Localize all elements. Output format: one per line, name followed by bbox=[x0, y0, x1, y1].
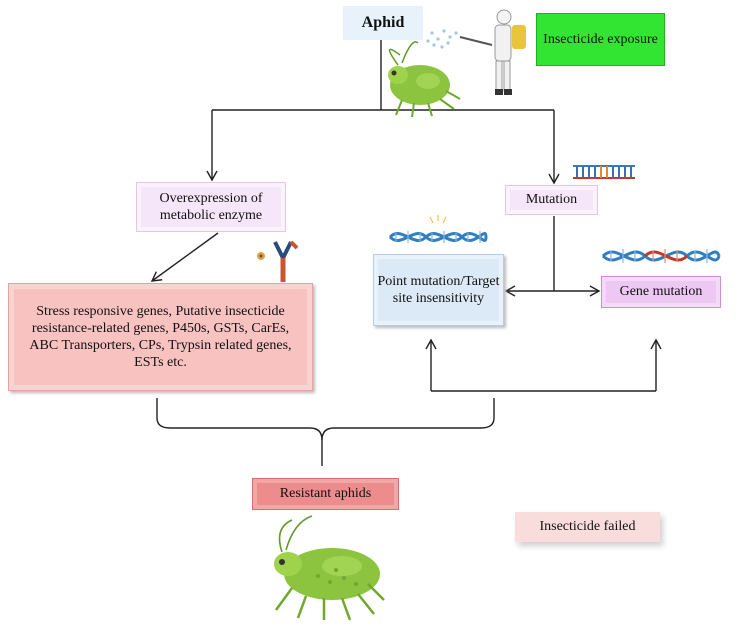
dna-helix-icon bbox=[388, 215, 488, 243]
resistant-aphids-box: Resistant aphids bbox=[252, 478, 399, 510]
aphid-icon bbox=[274, 515, 385, 621]
page-title: Aphid bbox=[343, 6, 423, 40]
overexpression-box: Overexpression of metabolic enzyme bbox=[136, 182, 286, 232]
aphid-icon bbox=[388, 41, 461, 118]
insecticide-failed-box: Insecticide failed bbox=[515, 512, 660, 542]
dna-strand-icon bbox=[573, 165, 635, 179]
connector-brace-resistance bbox=[156, 338, 662, 466]
stress-genes-box: Stress responsive genes, Putative insect… bbox=[8, 283, 313, 391]
connector-mutation-split bbox=[504, 216, 601, 297]
dna-helix-icon bbox=[601, 249, 721, 263]
sprayer-person-icon bbox=[426, 9, 526, 95]
point-mutation-box: Point mutation/Target site insensitivity bbox=[373, 254, 504, 326]
gene-mutation-box: Gene mutation bbox=[601, 276, 721, 308]
connector-overexpression-to-genes bbox=[150, 232, 219, 282]
connector-top-split bbox=[206, 40, 560, 185]
mutation-box: Mutation bbox=[505, 185, 598, 215]
insecticide-exposure-box: Insecticide exposure bbox=[536, 13, 665, 66]
antibody-enzyme-icon bbox=[257, 240, 299, 282]
